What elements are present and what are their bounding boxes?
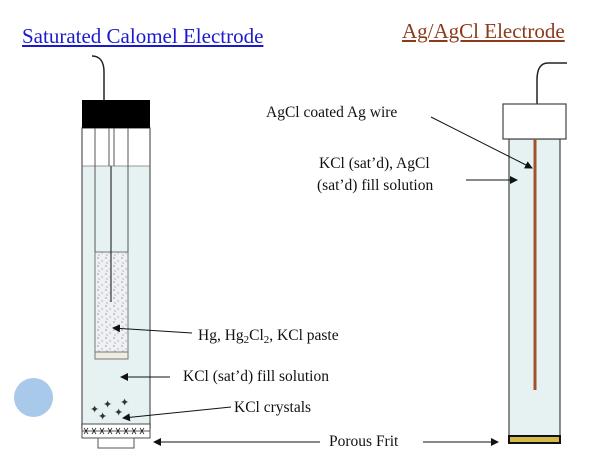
label-kcl-fill: KCl (sat’d) fill solution [183, 368, 329, 385]
label-kcl-agcl-line1: KCl (sat’d), AgCl [319, 155, 430, 172]
sce-kcl-crystals: ✦ ✦ ✦ ✦ ✦ [90, 396, 129, 423]
agagcl-cap [502, 103, 567, 140]
agagcl-lead-wire [536, 62, 567, 104]
label-paste-sub2: 2 [263, 334, 270, 346]
sce-lead-wire [91, 55, 105, 100]
agagcl-electrode [502, 62, 567, 444]
label-paste-sub1: 2 [243, 334, 250, 346]
sce-electrode: ✦ ✦ ✦ ✦ ✦ [81, 55, 151, 449]
decorative-circle [14, 378, 53, 417]
sce-paste-plug [94, 351, 129, 360]
label-paste-hg: Hg, Hg [198, 327, 244, 344]
sce-bottom-tip [97, 437, 135, 449]
label-agcl-wire: AgCl coated Ag wire [266, 104, 398, 121]
label-porous-frit: Porous Frit [329, 433, 399, 450]
label-paste-cl: Cl [249, 327, 264, 344]
label-paste: Hg, Hg2Cl2, KCl paste [198, 327, 339, 346]
sce-black-cap [82, 100, 150, 128]
svg-text:✦: ✦ [103, 398, 112, 411]
svg-text:✦: ✦ [98, 410, 107, 423]
arrow-kcl-crystals [122, 406, 232, 422]
svg-text:✦: ✦ [90, 403, 99, 416]
svg-text:✦: ✦ [114, 406, 123, 419]
label-kcl-agcl-line2: (sat’d) fill solution [317, 177, 434, 194]
label-kcl-crystals: KCl crystals [234, 399, 312, 416]
arrow-agcl-wire [430, 116, 533, 169]
pointer-arrows [112, 116, 533, 446]
arrow-paste [112, 324, 193, 334]
sce-title: Saturated Calomel Electrode [22, 24, 264, 48]
agagcl-title: Ag/AgCl Electrode [402, 19, 565, 43]
label-paste-rest: , KCl paste [269, 327, 339, 344]
agagcl-frit [508, 435, 561, 444]
svg-text:✦: ✦ [120, 396, 129, 409]
sce-frit-crystals [81, 423, 151, 439]
